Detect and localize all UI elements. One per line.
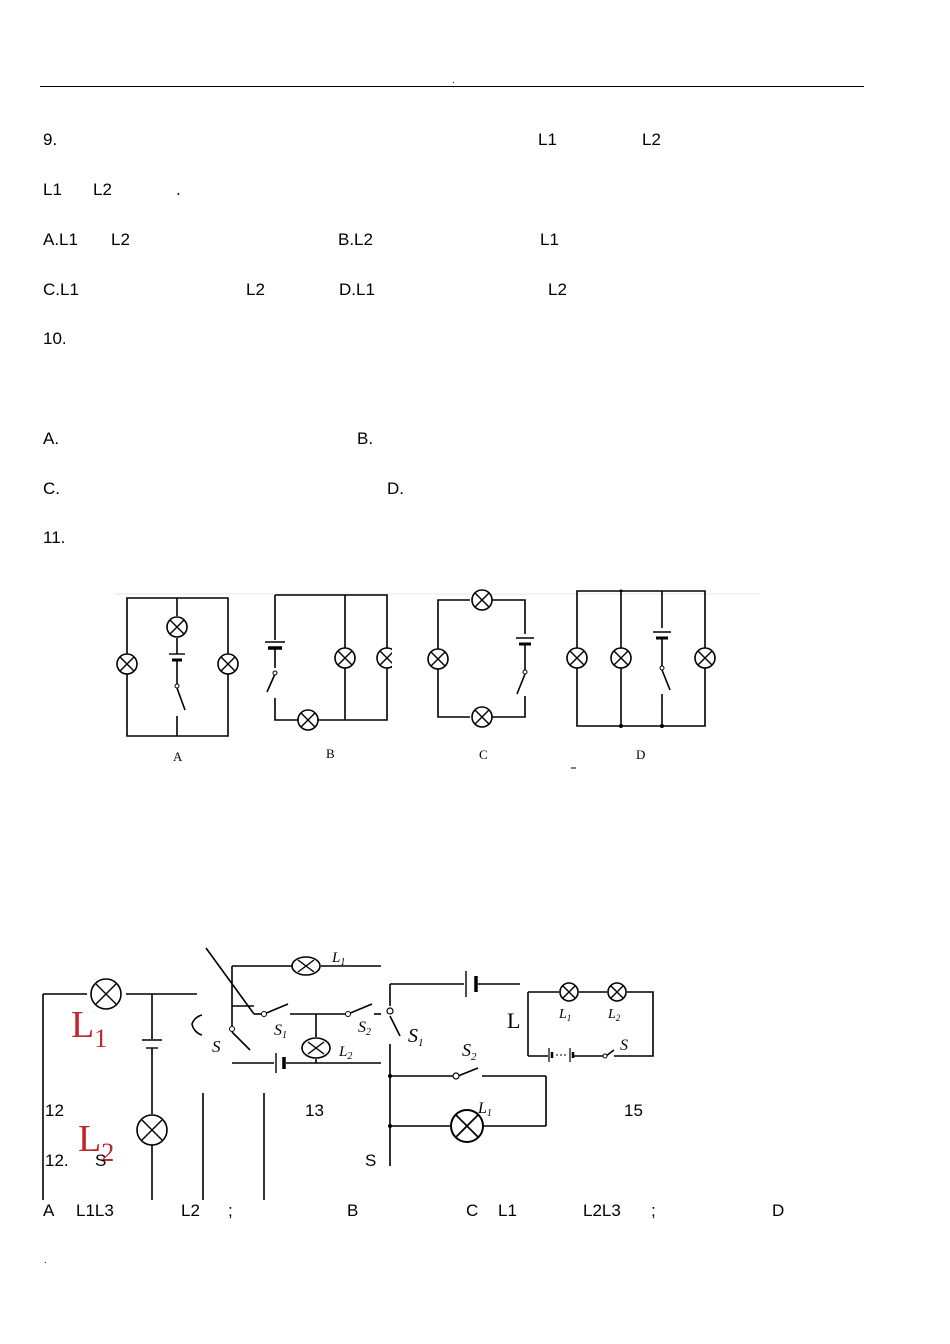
q12-option-a-semicolon: ; [228,1201,233,1220]
q9-option-c-l2: L2 [246,280,265,299]
fig14-label-l: L [507,1008,520,1033]
fig15-label-l1: L1 [558,1007,571,1023]
fig15-label-s: S [620,1037,628,1054]
circuit-c-label: C [479,747,488,762]
caption-15: 15 [624,1101,643,1120]
q9-option-d: D.L1 [339,280,375,299]
fig13-label-l2: L2 [338,1044,352,1062]
fig15-circuit: L1 L2 S [522,974,657,1059]
q10-number: 10. [43,329,67,348]
q10-option-d: D. [387,479,404,498]
circuit-b: B [265,595,404,761]
q9-option-a: A.L1 [43,230,78,249]
circuit-d-label: D [636,747,645,762]
circuit-a-label: A [173,749,183,764]
q12-option-c: C [466,1201,479,1220]
q12-option-a: A [43,1201,55,1220]
q9-l2: L2 [642,130,661,149]
q12-option-a-l2: L2 [181,1201,200,1220]
circuit-b-label: B [326,746,335,761]
q12-switch-s: S [95,1151,107,1170]
q12-option-b: B [347,1201,359,1220]
fig13-lamp-l1 [292,957,320,975]
fig14-lamp-l1 [451,1110,483,1142]
fig12-lamp-l1 [91,979,121,1009]
fig14-label-s1: S1 [408,1025,424,1049]
circuit-c: C [427,589,534,762]
fig13-lamp-l2 [302,1038,330,1058]
circuit-a: A [116,598,239,764]
caption-13: 13 [305,1101,324,1120]
caption-12: 12 [45,1101,64,1120]
q11-number: 11. [43,528,66,547]
q9-option-b: B.L2 [338,230,373,249]
fig14-circuit: S1 S2 L L1 [388,958,550,1168]
q9-line2-l1: L1 [43,180,62,199]
q12-option-c-text: L2L3 [583,1201,621,1220]
fig13-label-s1: S1 [274,1022,287,1041]
fig15-lamp-l2 [608,983,626,1001]
fig14-label-s2: S2 [462,1040,477,1063]
q9-option-a-l2: L2 [111,230,130,249]
q12-switch-s-right: S [365,1151,377,1170]
circuit-d: D [566,589,716,762]
fig12-circuit: L1 L2 [42,975,267,1200]
q9-option-d-l2: L2 [548,280,567,299]
fig13-label-s2: S2 [358,1019,371,1038]
fig13-circuit: L1 L2 S1 S2 S [206,948,381,1083]
fig14-label-l1: L1 [477,1100,492,1119]
fig12-lamp-l2 [137,1115,167,1145]
header-mark: . [452,75,455,86]
fig12-label-l1: L1 [71,1004,107,1053]
q12-option-c-l1: L1 [498,1201,517,1220]
q9-number: 9. [43,130,58,149]
fig15-lamp-l1 [560,983,578,1001]
q9-l1: L1 [538,130,557,149]
q11-circuit-figure: A B [115,589,760,773]
fig13-label-s: S [212,1037,221,1056]
q12-option-d: D [772,1201,785,1220]
q12-number: 12. [45,1151,69,1170]
fig15-label-l2: L2 [607,1007,621,1023]
q10-option-b: B. [357,429,374,448]
q12-option-a-text: L1L3 [76,1201,114,1220]
q9-option-b-l1: L1 [540,230,559,249]
q10-option-a: A. [43,429,60,448]
q10-option-c: C. [43,479,60,498]
header-rule [40,86,864,87]
q12-option-c-semicolon: ; [651,1201,656,1220]
fig13-label-l1: L1 [331,950,345,968]
q9-line2-end: . [176,180,181,199]
q9-option-c: C.L1 [43,280,79,299]
q9-line2-l2: L2 [93,180,112,199]
footer-mark: . [44,1255,47,1266]
fig12-label-l2: L2 [78,1118,114,1167]
